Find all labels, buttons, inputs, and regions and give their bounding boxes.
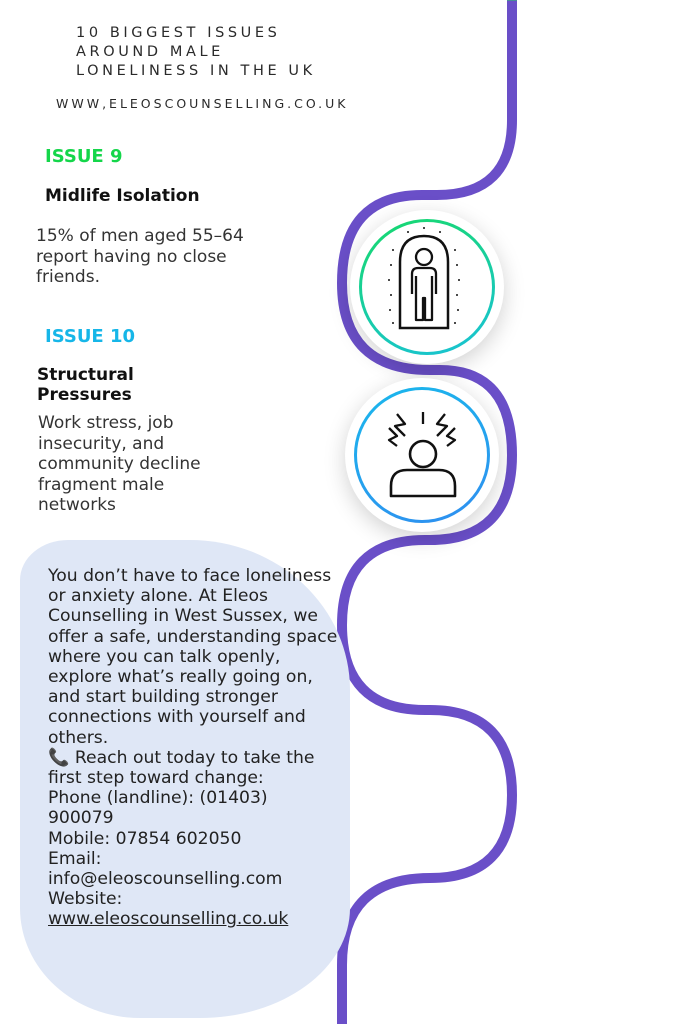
stressed-person-icon [387, 412, 457, 498]
issue-9-label: ISSUE 9 [45, 146, 123, 167]
issue-9-text: 15% of men aged 55–64 report having no c… [36, 226, 244, 287]
issue-10-label: ISSUE 10 [45, 326, 136, 347]
website-link[interactable]: www.eleoscounselling.co.uk [48, 909, 289, 930]
icon-ring [359, 219, 495, 355]
cta-reach-out: 📞 Reach out today to take the first step… [48, 747, 315, 789]
issue-9-title: Midlife Isolation [45, 186, 200, 206]
issue-10-title: Structural Pressures [37, 365, 134, 405]
cta-website-label: Website: [48, 889, 123, 910]
cta-email-label: Email: [48, 848, 102, 869]
issue-10-text: Work stress, job insecurity, and communi… [38, 413, 201, 515]
cta-phone: Phone (landline): (01403) 900079 [48, 788, 268, 829]
issue-9-icon-badge [350, 210, 504, 364]
isolated-person-icon [388, 227, 460, 330]
contact-panel [20, 540, 350, 1018]
cta-email: info@eleoscounselling.com [48, 869, 283, 890]
cta-paragraph: You don’t have to face loneliness or anx… [48, 566, 338, 748]
page-title: 10 BIGGEST ISSUES AROUND MALE LONELINESS… [76, 24, 316, 81]
issue-10-icon-badge [345, 378, 499, 532]
cta-mobile: Mobile: 07854 602050 [48, 828, 242, 849]
icon-ring [354, 387, 490, 523]
contact-text: You don’t have to face loneliness or anx… [48, 566, 338, 930]
website-header: WWW,ELEOSCOUNSELLING.CO.UK [56, 96, 349, 111]
title-line: LONELINESS IN THE UK [76, 63, 316, 79]
title-line: 10 BIGGEST ISSUES [76, 25, 281, 41]
title-line: AROUND MALE [76, 44, 224, 60]
